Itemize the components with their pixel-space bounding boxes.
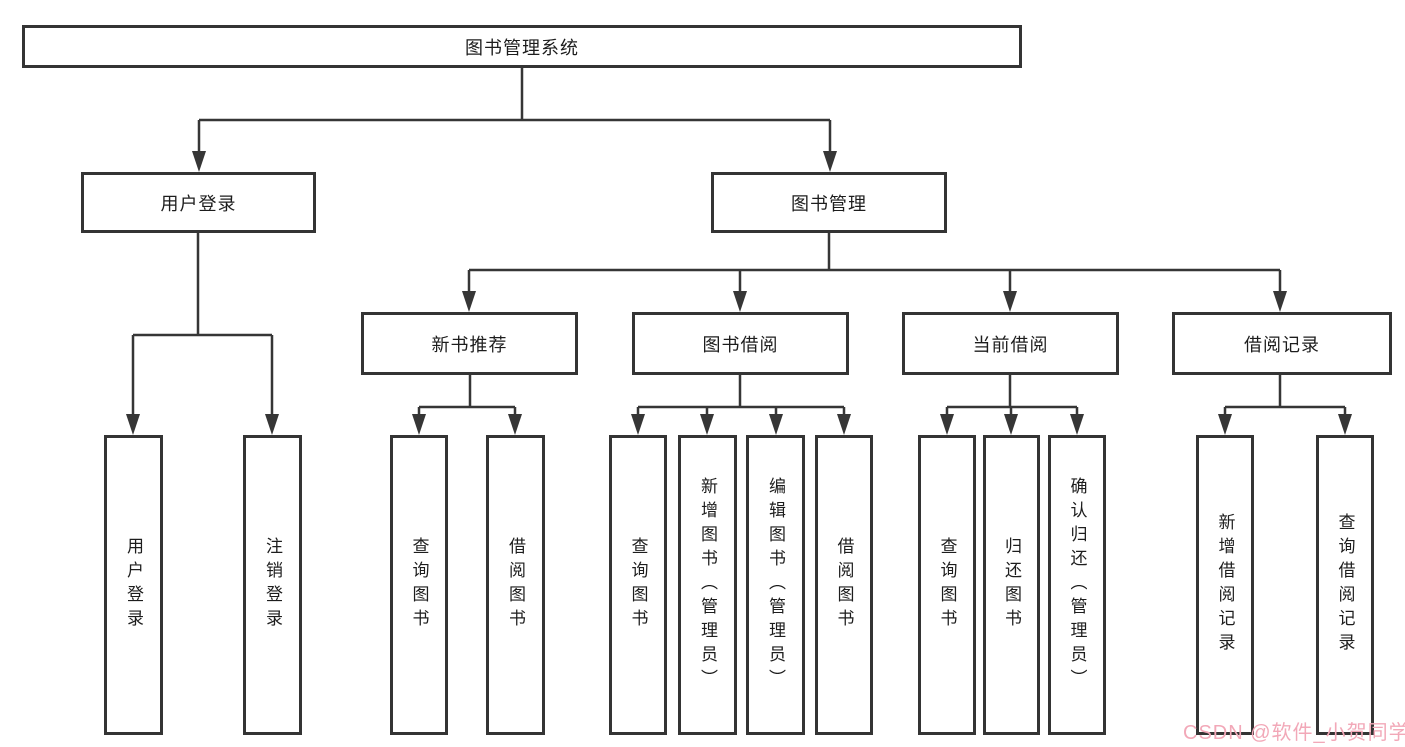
leaf-query-books-borrow: 查询图书	[609, 435, 667, 735]
leaf-add-borrow-record: 新增借阅记录	[1196, 435, 1254, 735]
leaf-add-books-admin: 新增图书（管理员）	[678, 435, 737, 735]
node-borrowing-records: 借阅记录	[1172, 312, 1392, 375]
leaf-label: 确认归还（管理员）	[1067, 477, 1087, 693]
leaf-label: 借阅图书	[506, 537, 525, 633]
node-book-borrowing: 图书借阅	[632, 312, 849, 375]
leaf-label: 新增借阅记录	[1215, 513, 1235, 657]
node-label: 图书借阅	[702, 334, 779, 355]
node-new-book-recommendation: 新书推荐	[361, 312, 578, 375]
leaf-borrow-books: 借阅图书	[815, 435, 873, 735]
leaf-edit-books-admin: 编辑图书（管理员）	[746, 435, 805, 735]
leaf-label: 查询借阅记录	[1335, 513, 1355, 657]
node-label: 图书管理系统	[465, 37, 579, 58]
leaf-label: 查询图书	[409, 537, 429, 633]
leaf-label: 编辑图书（管理员）	[766, 477, 785, 693]
leaf-query-books-recommend: 查询图书	[390, 435, 448, 735]
csdn-watermark: CSDN @软件_小贺同学	[1183, 722, 1405, 744]
node-current-borrowing: 当前借阅	[902, 312, 1119, 375]
leaf-borrow-books-recommend: 借阅图书	[486, 435, 545, 735]
node-label: 新书推荐	[431, 334, 508, 355]
node-label: 当前借阅	[972, 334, 1049, 355]
leaf-label: 借阅图书	[834, 537, 854, 633]
leaf-query-books-current: 查询图书	[918, 435, 976, 735]
node-label: 借阅记录	[1244, 334, 1320, 355]
leaf-user-login: 用户登录	[104, 435, 163, 735]
leaf-label: 查询图书	[937, 537, 957, 633]
node-book-management: 图书管理	[711, 172, 947, 233]
node-user-login-branch: 用户登录	[81, 172, 316, 233]
leaf-label: 新增图书（管理员）	[698, 477, 717, 693]
leaf-confirm-return-admin: 确认归还（管理员）	[1048, 435, 1106, 735]
leaf-logout: 注销登录	[243, 435, 302, 735]
node-label: 图书管理	[791, 193, 867, 214]
leaf-label: 归还图书	[1002, 537, 1021, 633]
node-label: 用户登录	[160, 193, 237, 214]
leaf-label: 注销登录	[263, 537, 282, 633]
leaf-return-books: 归还图书	[983, 435, 1040, 735]
leaf-label: 用户登录	[124, 537, 143, 633]
leaf-query-borrow-record: 查询借阅记录	[1316, 435, 1374, 735]
leaf-label: 查询图书	[628, 537, 648, 633]
node-library-management-system: 图书管理系统	[22, 25, 1022, 68]
